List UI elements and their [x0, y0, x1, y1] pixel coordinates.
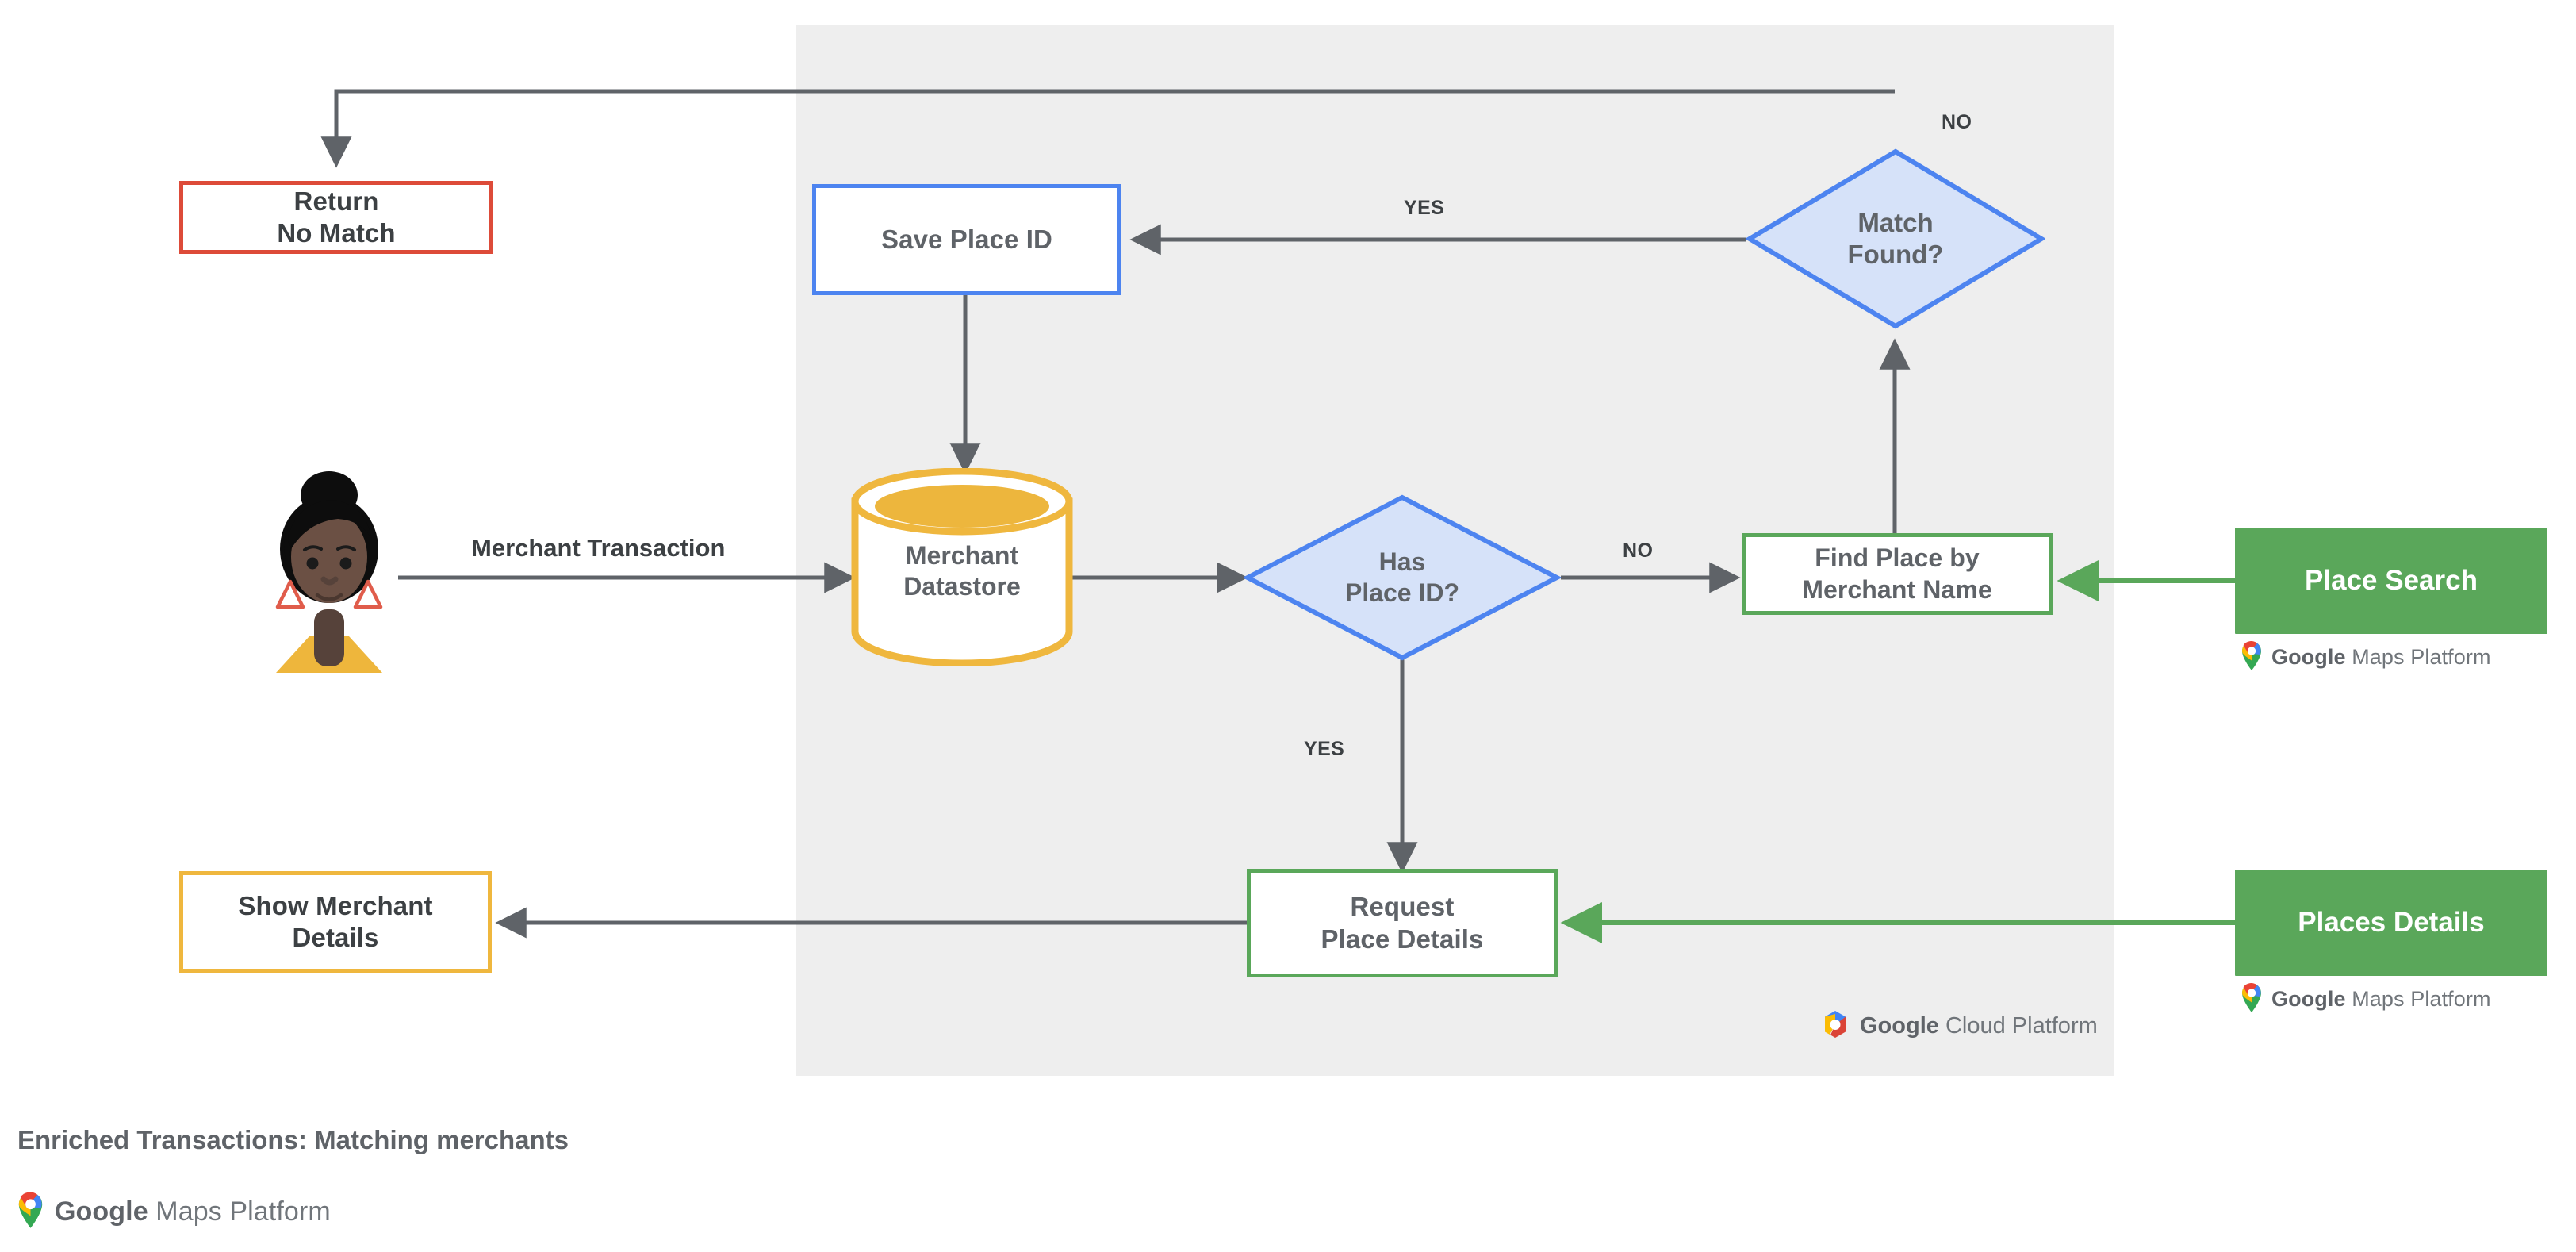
node-show-merchant-details[interactable]: Show Merchant Details: [179, 871, 492, 973]
find-place-line1: Find Place by: [1815, 543, 1980, 573]
google-maps-platform-wordmark: Google Maps Platform: [2271, 987, 2491, 1012]
google-maps-platform-lockup-place-search: Google Maps Platform: [2240, 639, 2491, 675]
edge-label-has-place-id-no: NO: [1623, 540, 1654, 562]
node-find-place-by-merchant-name[interactable]: Find Place by Merchant Name: [1742, 533, 2053, 615]
google-maps-platform-wordmark: Google Maps Platform: [55, 1196, 331, 1227]
node-places-details[interactable]: Places Details: [2235, 870, 2547, 976]
show-merchant-details-line1: Show Merchant: [238, 890, 433, 920]
edge-label-match-found-yes: YES: [1404, 197, 1445, 219]
place-search-label: Place Search: [2305, 564, 2478, 596]
google-maps-platform-lockup-footer: Google Maps Platform: [16, 1190, 331, 1233]
google-cloud-platform-wordmark: Google Cloud Platform: [1860, 1013, 2098, 1039]
node-request-place-details[interactable]: Request Place Details: [1247, 869, 1558, 977]
google-maps-platform-lockup-places-details: Google Maps Platform: [2240, 981, 2491, 1017]
brand-word-google: Google: [2271, 645, 2346, 669]
edge-label-has-place-id-yes: YES: [1304, 738, 1345, 760]
brand-word-maps-platform: Maps Platform: [2352, 987, 2491, 1011]
node-has-place-id-decision[interactable]: Has Place ID?: [1244, 494, 1561, 662]
edge-match-found-no: [320, 89, 1895, 168]
google-maps-pin-icon: [16, 1190, 45, 1233]
brand-word-maps-platform: Maps Platform: [155, 1196, 331, 1227]
google-cloud-hexagon-icon: [1819, 1009, 1851, 1043]
merchant-customer-avatar: [262, 460, 397, 674]
brand-word-maps-platform: Maps Platform: [2352, 645, 2491, 669]
diagram-title: Enriched Transactions: Matching merchant…: [17, 1125, 569, 1154]
google-maps-platform-wordmark: Google Maps Platform: [2271, 645, 2491, 670]
brand-word-google: Google: [55, 1196, 148, 1227]
save-place-id-label: Save Place ID: [881, 224, 1052, 254]
node-return-no-match[interactable]: Return No Match: [179, 181, 493, 254]
brand-word-google: Google: [2271, 987, 2346, 1011]
node-save-place-id[interactable]: Save Place ID: [812, 184, 1121, 295]
cloud-word-google: Google: [1860, 1013, 1939, 1039]
node-merchant-datastore[interactable]: Merchant Datastore: [847, 468, 1077, 666]
google-maps-pin-icon: [2240, 981, 2264, 1017]
node-match-found-decision[interactable]: Match Found?: [1746, 148, 2045, 330]
request-place-details-line2: Place Details: [1321, 924, 1484, 954]
find-place-line2: Merchant Name: [1802, 574, 1992, 604]
edge-label-match-found-no: NO: [1942, 111, 1972, 133]
places-details-label: Places Details: [2298, 906, 2485, 938]
request-place-details-line1: Request: [1350, 892, 1455, 922]
google-maps-pin-icon: [2240, 639, 2264, 675]
edge-label-merchant-transaction: Merchant Transaction: [471, 534, 726, 562]
node-place-search[interactable]: Place Search: [2235, 528, 2547, 634]
return-no-match-line2: No Match: [277, 218, 396, 248]
google-cloud-platform-lockup: Google Cloud Platform: [1819, 1009, 2098, 1043]
return-no-match-line1: Return: [293, 186, 379, 216]
cloud-word-cloud-platform: Cloud Platform: [1945, 1013, 2098, 1039]
show-merchant-details-line2: Details: [292, 923, 379, 952]
